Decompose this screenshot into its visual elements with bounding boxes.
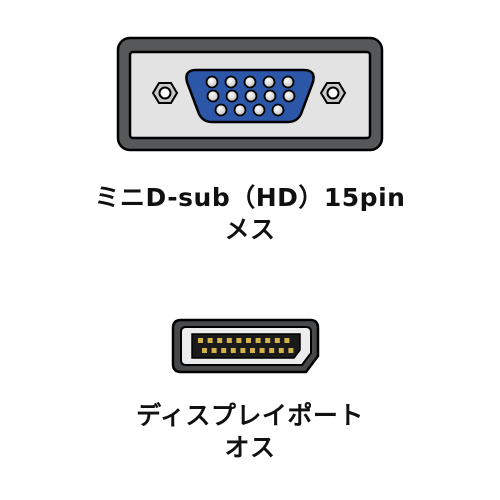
displayport-metal-shell	[180, 326, 312, 366]
vga-pin-hole	[281, 75, 295, 89]
vga-pin-hole	[206, 89, 220, 103]
displayport-connector-name: ディスプレイポート	[136, 401, 364, 430]
displayport-pin	[240, 348, 246, 353]
displayport-pin	[207, 338, 213, 343]
right-screw-icon	[319, 82, 347, 104]
displayport-pin	[274, 338, 280, 343]
vga-pin-hole	[225, 89, 239, 103]
vga-pin-hole	[205, 75, 219, 89]
displayport-pin	[255, 338, 261, 343]
vga-female-connector-illustration	[116, 36, 384, 152]
displayport-connector-gender: オス	[224, 433, 276, 462]
vga-pin-hole	[243, 75, 257, 89]
displayport-pin	[217, 338, 223, 343]
vga-pin-holes	[205, 75, 296, 117]
displayport-housing	[171, 318, 320, 374]
displayport-pin	[221, 348, 227, 353]
displayport-pin	[211, 348, 217, 353]
displayport-pin	[265, 338, 271, 343]
vga-pin-hole	[252, 103, 266, 117]
displayport-pin	[259, 348, 265, 353]
displayport-pin	[226, 338, 232, 343]
displayport-pin	[284, 338, 290, 343]
displayport-pins	[198, 338, 294, 353]
vga-pin-hole	[263, 89, 277, 103]
displayport-pin	[198, 338, 203, 343]
displayport-pin	[246, 338, 251, 343]
displayport-label: ディスプレイポート オス	[0, 400, 500, 464]
vga-pin-hole	[214, 103, 228, 117]
displayport-pin	[236, 338, 242, 343]
vga-label: ミニD-sub（HD）15pin メス	[0, 182, 500, 246]
displayport-pin	[230, 348, 236, 353]
vga-connector-name: ミニD-sub（HD）15pin	[94, 183, 406, 212]
displayport-pin	[202, 348, 207, 353]
displayport-pin-cavity	[191, 333, 301, 359]
vga-pin-hole	[262, 75, 276, 89]
vga-pin-hole	[244, 89, 258, 103]
displayport-pin	[250, 348, 255, 353]
vga-connector-gender: メス	[224, 215, 276, 244]
vga-pin-hole	[233, 103, 247, 117]
vga-pin-hole	[224, 75, 238, 89]
displayport-pin	[288, 348, 294, 353]
displayport-pin	[278, 348, 284, 353]
vga-pin-hole	[271, 103, 285, 117]
displayport-pin	[269, 348, 275, 353]
vga-pin-hole	[282, 89, 296, 103]
left-screw-icon	[151, 82, 179, 104]
